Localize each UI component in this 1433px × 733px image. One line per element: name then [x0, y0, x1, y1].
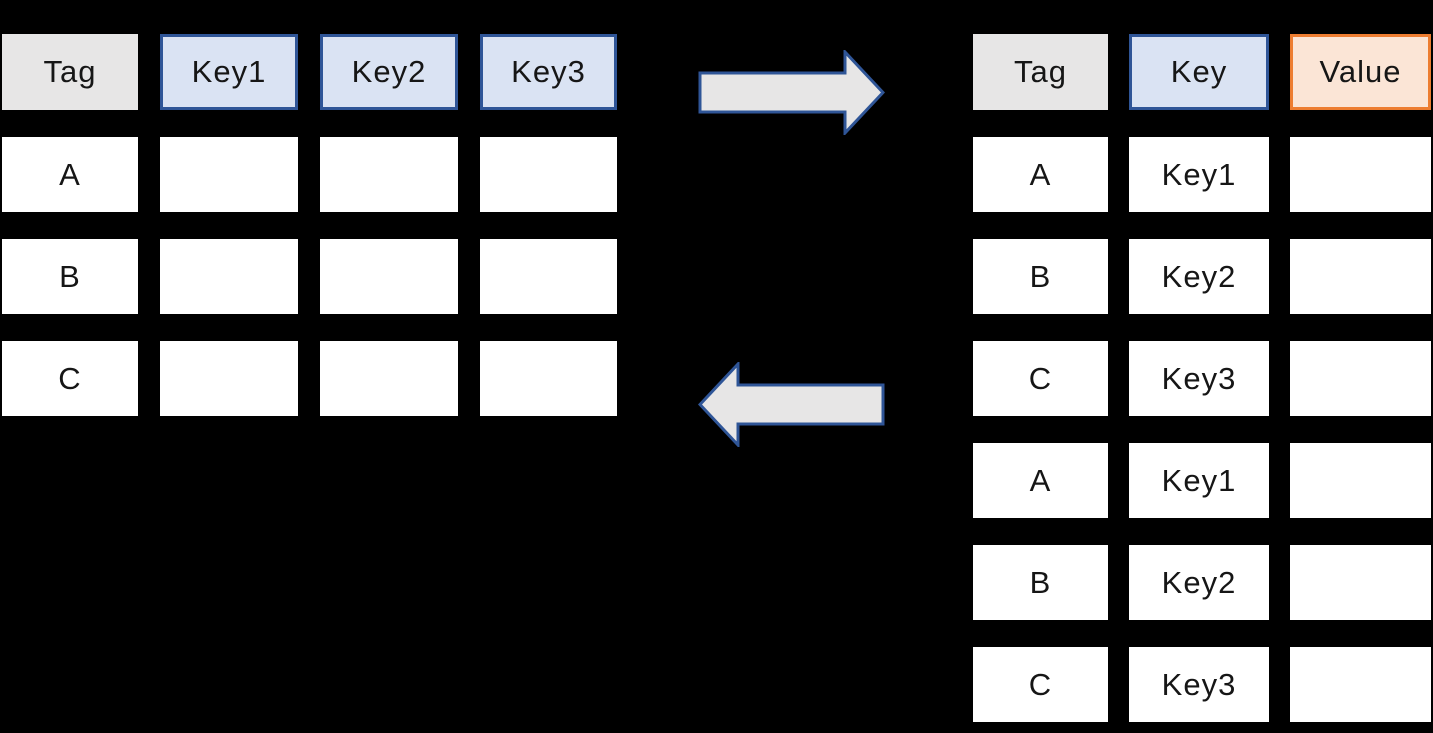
long-cell-tag-2: B: [973, 239, 1108, 314]
long-cell-key-6: Key3: [1129, 647, 1269, 722]
long-cell-value-3: [1290, 341, 1431, 416]
wide-header-key2: Key2: [320, 34, 458, 110]
wide-header-tag: Tag: [2, 34, 138, 110]
long-cell-key-3: Key3: [1129, 341, 1269, 416]
wide-cell-b-key3: [480, 239, 617, 314]
long-cell-tag-6: C: [973, 647, 1108, 722]
long-cell-value-6: [1290, 647, 1431, 722]
long-cell-tag-1: A: [973, 137, 1108, 212]
wide-cell-a-key2: [320, 137, 458, 212]
long-cell-key-4: Key1: [1129, 443, 1269, 518]
long-header-key: Key: [1129, 34, 1269, 110]
wide-cell-tag-a: A: [2, 137, 138, 212]
wide-table: Tag Key1 Key2 Key3 A B C: [2, 34, 617, 416]
left-arrow-icon: [698, 362, 885, 447]
wide-cell-b-key2: [320, 239, 458, 314]
long-cell-tag-3: C: [973, 341, 1108, 416]
right-arrow-icon: [698, 50, 885, 135]
wide-cell-tag-c: C: [2, 341, 138, 416]
long-cell-key-1: Key1: [1129, 137, 1269, 212]
long-cell-key-2: Key2: [1129, 239, 1269, 314]
long-cell-value-5: [1290, 545, 1431, 620]
long-cell-tag-5: B: [973, 545, 1108, 620]
long-cell-tag-4: A: [973, 443, 1108, 518]
wide-header-key3: Key3: [480, 34, 617, 110]
long-cell-value-2: [1290, 239, 1431, 314]
wide-cell-a-key3: [480, 137, 617, 212]
wide-header-key1: Key1: [160, 34, 298, 110]
wide-cell-b-key1: [160, 239, 298, 314]
long-table: Tag Key Value A Key1 B Key2 C Key3 A Key…: [973, 34, 1431, 722]
long-cell-value-1: [1290, 137, 1431, 212]
long-cell-key-5: Key2: [1129, 545, 1269, 620]
wide-cell-a-key1: [160, 137, 298, 212]
long-header-tag: Tag: [973, 34, 1108, 110]
wide-cell-tag-b: B: [2, 239, 138, 314]
long-header-value: Value: [1290, 34, 1431, 110]
wide-cell-c-key1: [160, 341, 298, 416]
wide-cell-c-key3: [480, 341, 617, 416]
long-cell-value-4: [1290, 443, 1431, 518]
wide-cell-c-key2: [320, 341, 458, 416]
